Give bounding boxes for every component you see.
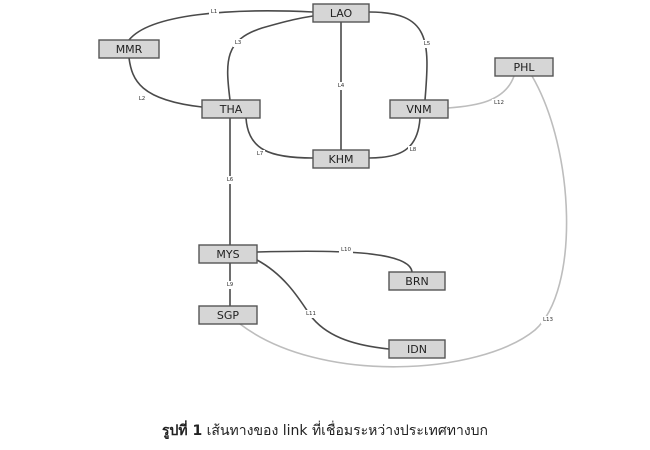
node-label-vnm: VNM bbox=[406, 103, 431, 116]
link-label-l1: L1 bbox=[211, 9, 218, 15]
link-line-l12 bbox=[447, 75, 515, 109]
link-label-l7: L7 bbox=[257, 151, 264, 157]
link-line-l2 bbox=[128, 57, 203, 108]
node-label-lao: LAO bbox=[330, 7, 353, 20]
link-line-l3 bbox=[226, 15, 314, 101]
node-box-lao bbox=[312, 3, 370, 23]
figure-caption: รูปที่ 1 เส้นทางของ link ที่เชื่อมระหว่า… bbox=[0, 420, 650, 442]
link-label-l3: L3 bbox=[235, 40, 242, 46]
node-label-mys: MYS bbox=[216, 248, 239, 261]
link-label-bg bbox=[225, 281, 235, 289]
node-box-sgp bbox=[198, 305, 258, 325]
link-label-bg bbox=[225, 176, 235, 184]
node-box-brn bbox=[388, 271, 446, 291]
node-box-mmr bbox=[98, 39, 160, 59]
link-label-l2: L2 bbox=[139, 96, 146, 102]
link-label-bg bbox=[408, 146, 418, 154]
link-label-bg bbox=[492, 99, 506, 107]
node-box-idn bbox=[388, 339, 446, 359]
link-line-l11 bbox=[256, 259, 390, 350]
link-label-bg bbox=[422, 40, 432, 48]
node-label-tha: THA bbox=[219, 103, 243, 116]
link-label-l4: L4 bbox=[338, 83, 345, 89]
link-label-bg bbox=[255, 150, 265, 158]
link-label-l8: L8 bbox=[410, 147, 417, 153]
node-label-brn: BRN bbox=[405, 275, 428, 288]
figure-caption-text: เส้นทางของ link ที่เชื่อมระหว่างประเทศทา… bbox=[206, 423, 489, 439]
link-label-l6: L6 bbox=[227, 177, 234, 183]
node-box-vnm bbox=[389, 99, 449, 119]
node-label-idn: IDN bbox=[407, 343, 427, 356]
link-line-l5 bbox=[368, 11, 428, 101]
link-label-l12: L12 bbox=[494, 100, 504, 106]
node-label-mmr: MMR bbox=[116, 43, 143, 56]
link-label-bg bbox=[541, 316, 555, 324]
node-box-mys bbox=[198, 244, 258, 264]
node-box-khm bbox=[312, 149, 370, 169]
node-box-tha bbox=[201, 99, 261, 119]
link-label-l5: L5 bbox=[424, 41, 431, 47]
link-label-bg bbox=[209, 8, 219, 16]
link-label-l9: L9 bbox=[227, 282, 234, 288]
link-label-bg bbox=[304, 310, 318, 318]
link-label-l10: L10 bbox=[341, 247, 352, 253]
nodes-layer: LAO MMR PHL THA VNM KHM MYS BRN SGP IDN bbox=[98, 3, 554, 359]
link-label-l13: L13 bbox=[543, 317, 554, 323]
link-label-bg bbox=[137, 95, 147, 103]
link-line-l10 bbox=[256, 250, 413, 273]
node-box-phl bbox=[494, 57, 554, 77]
node-label-phl: PHL bbox=[513, 61, 535, 74]
link-label-bg bbox=[339, 246, 353, 254]
link-label-l11: L11 bbox=[306, 311, 316, 317]
node-label-khm: KHM bbox=[329, 153, 354, 166]
link-line-l13 bbox=[239, 75, 568, 368]
link-label-bg bbox=[336, 82, 346, 90]
link-line-l1 bbox=[128, 10, 314, 41]
figure-number: รูปที่ 1 bbox=[161, 423, 203, 439]
node-label-sgp: SGP bbox=[217, 309, 240, 322]
link-label-bg bbox=[233, 39, 243, 47]
link-line-l8 bbox=[368, 117, 421, 159]
